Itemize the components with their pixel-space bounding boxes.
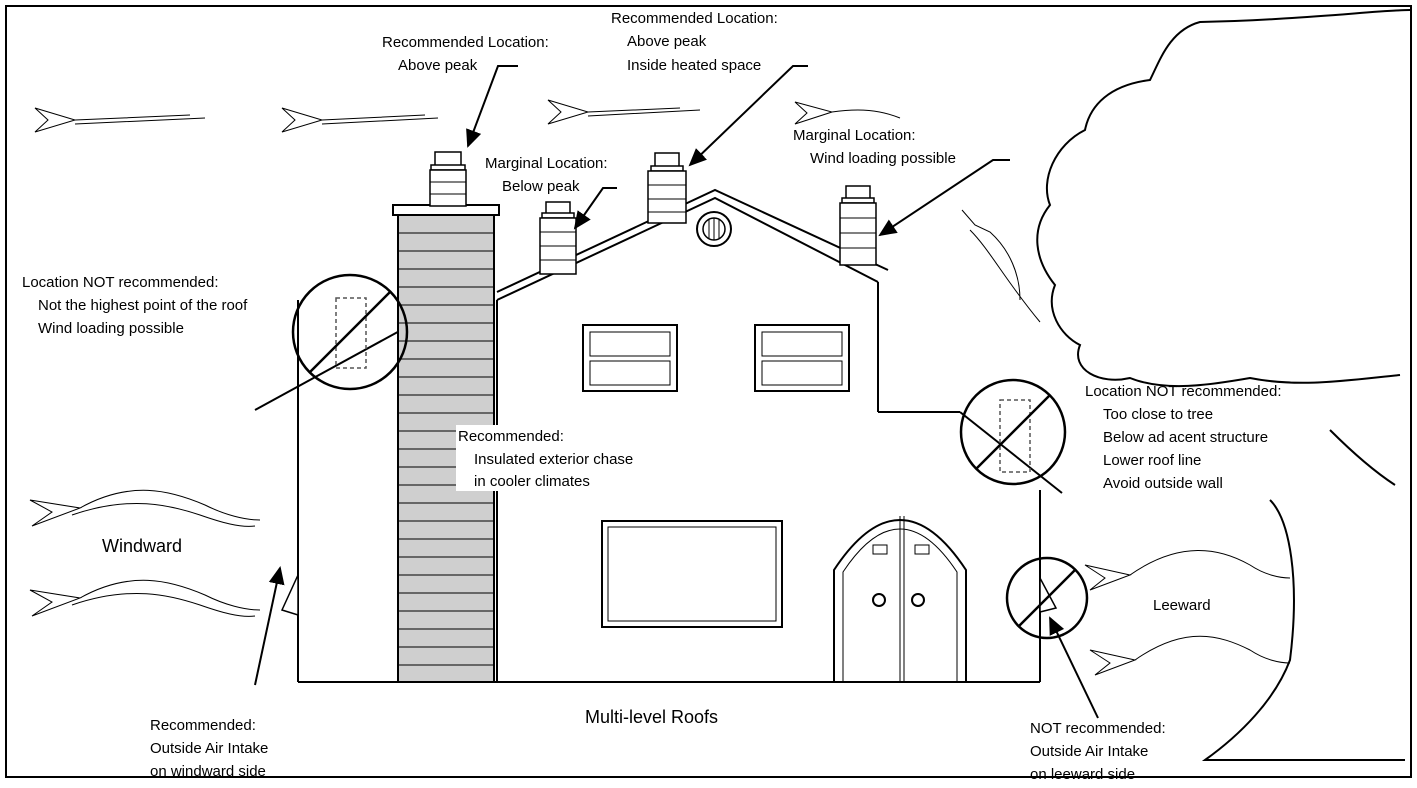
wind-arrow-icon — [34, 99, 901, 133]
chimney-icon — [539, 201, 577, 275]
label-line: on windward side — [150, 763, 266, 780]
prohibited-icon — [291, 273, 409, 391]
label-line: Above peak — [398, 57, 478, 74]
label-not-rec-left: Location NOT recommended: Not the highes… — [22, 274, 248, 337]
label-line: Recommended: — [150, 717, 256, 734]
tree-trunk-outline — [1201, 429, 1405, 761]
label-leeward: Leeward — [1153, 597, 1211, 614]
chimney-icon — [839, 185, 877, 266]
label-line: Wind loading possible — [38, 320, 184, 337]
leader-arrows — [254, 65, 1099, 719]
label-rec-above-peak-left: Recommended Location: Above peak — [382, 34, 549, 74]
right-lower-roof — [959, 411, 1063, 494]
label-line: Outside Air Intake — [150, 740, 268, 757]
label-line: Marginal Location: — [793, 127, 916, 144]
label-line: Below peak — [502, 178, 580, 195]
label-not-rec-right: Location NOT recommended: Too close to t… — [1085, 383, 1282, 492]
label-line: Avoid outside wall — [1103, 475, 1223, 492]
label-line: Inside heated space — [627, 57, 761, 74]
label-line: Outside Air Intake — [1030, 743, 1148, 760]
label-line: Recommended Location: — [611, 10, 778, 27]
frame-border — [5, 5, 1412, 778]
label-windward: Windward — [102, 536, 182, 556]
label-line: Too close to tree — [1103, 406, 1213, 423]
label-line: Below ad acent structure — [1103, 429, 1268, 446]
air-intake-windward — [280, 574, 299, 617]
label-line: Location NOT recommended: — [22, 274, 219, 291]
label-multi-level-roofs: Multi-level Roofs — [585, 707, 718, 727]
label-line: on leeward side — [1030, 766, 1135, 783]
label-line: NOT recommended: — [1030, 720, 1166, 737]
left-lower-roof — [254, 327, 406, 411]
label-line: Wind loading possible — [810, 150, 956, 167]
label-rec-intake: Recommended: Outside Air Intake on windw… — [150, 717, 268, 780]
label-line: Marginal Location: — [485, 155, 608, 172]
label-line: Recommended: — [458, 428, 564, 445]
prohibited-icon — [959, 378, 1067, 486]
window-icon — [754, 324, 850, 392]
label-not-rec-intake: NOT recommended: Outside Air Intake on l… — [1030, 720, 1166, 783]
label-rec-chase: Recommended: Insulated exterior chase in… — [456, 425, 694, 491]
window-icon — [601, 520, 783, 628]
label-rec-above-peak-center: Recommended Location: Above peak Inside … — [611, 10, 778, 74]
label-marginal-below-peak: Marginal Location: Below peak — [485, 155, 608, 195]
tree-outline-icon — [1036, 9, 1411, 388]
door-icon — [833, 516, 967, 682]
label-line: Insulated exterior chase — [474, 451, 633, 468]
label-line: Location NOT recommended: — [1085, 383, 1282, 400]
wind-arrow-icon — [29, 209, 1291, 676]
label-line: Not the highest point of the roof — [38, 297, 248, 314]
label-line: Above peak — [627, 33, 707, 50]
label-line: in cooler climates — [474, 473, 590, 490]
label-marginal-wind-loading: Marginal Location: Wind loading possible — [793, 127, 956, 167]
window-icon — [582, 324, 678, 392]
chimney-icon — [429, 151, 467, 207]
chimney-icon — [647, 152, 687, 224]
label-line: Lower roof line — [1103, 452, 1201, 469]
label-line: Recommended Location: — [382, 34, 549, 51]
prohibited-icon — [1005, 556, 1089, 640]
vent-icon — [696, 211, 732, 247]
